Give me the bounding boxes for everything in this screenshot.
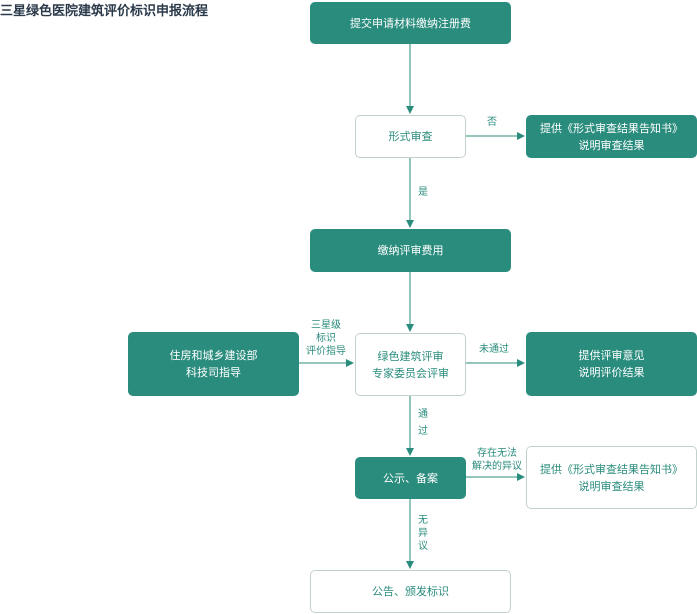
- label-no-dispute: 无 异 议: [416, 514, 430, 553]
- node-formal-review: 形式审查: [355, 115, 466, 158]
- node-formal-notice-line1: 提供《形式审查结果告知书》: [540, 121, 683, 135]
- node-review-opinion-line1: 提供评审意见: [578, 349, 645, 362]
- label-guide-line1: 三星级: [311, 320, 341, 331]
- node-announce: 公告、颁发标识: [310, 570, 511, 613]
- node-ministry: 住房和城乡建设部 科技司指导: [128, 332, 299, 396]
- label-no: 否: [487, 117, 497, 128]
- node-ministry-line1: 住房和城乡建设部: [169, 349, 258, 362]
- label-pass-c1: 通: [418, 409, 428, 420]
- label-fail: 未通过: [479, 344, 509, 355]
- node-expert-review-line1: 绿色建筑评审: [377, 349, 444, 363]
- node-ministry-line2: 科技司指导: [186, 366, 241, 379]
- label-pass: 通 过: [416, 408, 430, 438]
- node-publicity-text: 公示、备案: [383, 471, 438, 485]
- node-publicity: 公示、备案: [355, 457, 466, 499]
- node-dispute-notice-line1: 提供《形式审查结果告知书》: [540, 462, 683, 476]
- node-formal-notice-line2: 说明审查结果: [578, 138, 645, 152]
- node-dispute-notice: 提供《形式审查结果告知书》 说明审查结果: [526, 446, 697, 509]
- node-pay-fee: 缴纳评审费用: [310, 229, 511, 272]
- label-guide-line2: 标识: [316, 333, 336, 344]
- node-submit: 提交申请材料缴纳注册费: [310, 2, 511, 44]
- label-yes: 是: [416, 186, 430, 199]
- node-submit-text: 提交申请材料缴纳注册费: [350, 16, 471, 30]
- label-dispute: 存在无法 解决的异议: [468, 447, 526, 473]
- node-review-opinion: 提供评审意见 说明评价结果: [526, 332, 697, 396]
- node-announce-text: 公告、颁发标识: [372, 585, 449, 598]
- label-pass-c2: 过: [418, 426, 428, 437]
- label-dispute-line2: 解决的异议: [472, 461, 522, 472]
- node-expert-review-line2: 专家委员会评审: [372, 366, 449, 380]
- label-guide: 三星级 标识 评价指导: [298, 319, 354, 358]
- node-expert-review: 绿色建筑评审 专家委员会评审: [355, 333, 466, 396]
- label-no-dispute-c2: 异: [418, 528, 428, 539]
- label-yes-text: 是: [418, 187, 428, 198]
- label-guide-line3: 评价指导: [306, 346, 346, 357]
- node-review-opinion-line2: 说明评价结果: [578, 366, 645, 379]
- label-dispute-line1: 存在无法: [477, 448, 517, 459]
- node-formal-review-text: 形式审查: [388, 130, 433, 143]
- page-title: 三星绿色医院建筑评价标识申报流程: [0, 4, 209, 19]
- label-no-dispute-c1: 无: [418, 515, 428, 526]
- node-dispute-notice-line2: 说明审查结果: [578, 479, 645, 493]
- node-formal-notice: 提供《形式审查结果告知书》 说明审查结果: [526, 115, 697, 158]
- node-pay-fee-text: 缴纳评审费用: [377, 244, 444, 257]
- label-no-dispute-c3: 议: [418, 541, 428, 552]
